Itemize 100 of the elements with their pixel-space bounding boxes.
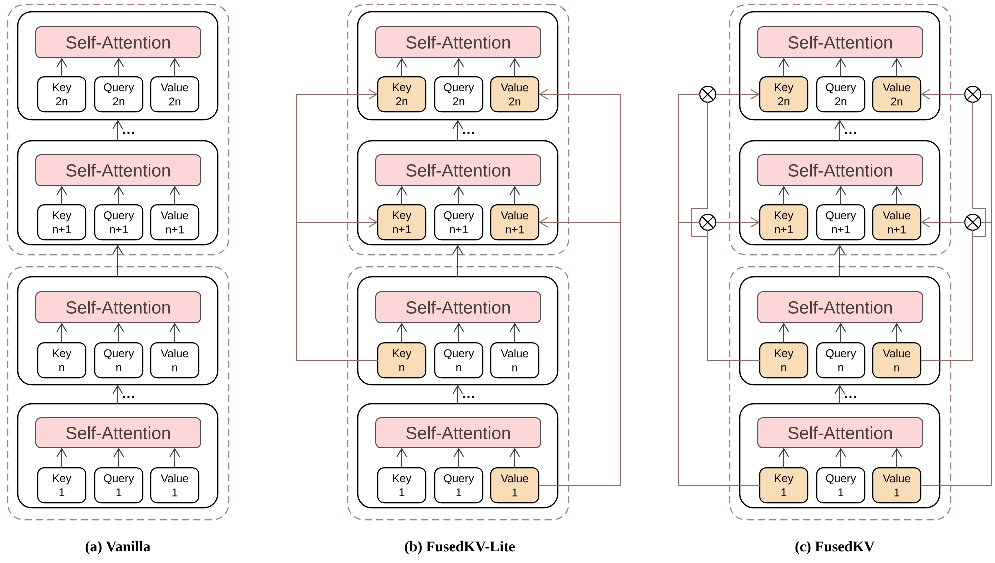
query-box: Query n xyxy=(94,342,144,379)
value-box: Value n+1 xyxy=(872,204,922,241)
attention-box: Self-Attention xyxy=(376,26,542,58)
key-box: Key 2n xyxy=(37,76,87,113)
arrow xyxy=(716,217,760,228)
arrow xyxy=(396,448,408,468)
key-box: Key 1 xyxy=(377,467,427,504)
arrow xyxy=(170,58,180,78)
arrow xyxy=(452,120,464,142)
arrow xyxy=(510,58,520,78)
arrow xyxy=(170,323,180,344)
arrow xyxy=(114,448,124,468)
arrow xyxy=(892,186,902,206)
arrow xyxy=(112,385,124,404)
arrow xyxy=(892,58,902,78)
attention-box: Self-Attention xyxy=(36,418,202,448)
attention-box: Self-Attention xyxy=(758,26,924,58)
arrow xyxy=(834,245,846,278)
connector-line xyxy=(678,222,760,486)
query-box: Query 1 xyxy=(816,467,866,504)
ellipsis-label: … xyxy=(123,396,134,399)
connector-line xyxy=(920,222,992,486)
key-box: Key 1 xyxy=(37,467,87,504)
ellipsis-label: … xyxy=(123,132,134,135)
key-box: Key n xyxy=(37,342,87,379)
arrow xyxy=(396,323,408,344)
attention-box: Self-Attention xyxy=(758,154,924,186)
arrow xyxy=(454,323,464,344)
arrow xyxy=(296,217,378,361)
arrow xyxy=(452,245,464,278)
attention-box: Self-Attention xyxy=(376,418,542,448)
arrow xyxy=(892,448,902,468)
arrow xyxy=(114,186,124,206)
value-box: Value n xyxy=(150,342,200,379)
attention-box: Self-Attention xyxy=(36,292,202,324)
arrow xyxy=(170,186,180,206)
value-box: Value n+1 xyxy=(150,204,200,241)
arrow xyxy=(454,448,464,468)
arrow xyxy=(892,323,902,344)
key-box: Key n+1 xyxy=(377,204,427,241)
value-box: Value 2n xyxy=(490,76,540,113)
arrow xyxy=(112,120,124,142)
attention-box: Self-Attention xyxy=(758,418,924,448)
connector-line xyxy=(920,102,986,361)
dashed-group-frame xyxy=(729,266,952,521)
dashed-group-frame xyxy=(7,266,230,521)
arrow xyxy=(454,58,464,78)
arrow xyxy=(510,448,520,468)
arrow xyxy=(510,186,520,206)
arrow xyxy=(114,323,124,344)
dashed-group-frame xyxy=(347,4,570,256)
arrow xyxy=(56,186,68,206)
arrow xyxy=(170,448,180,468)
query-box: Query n+1 xyxy=(94,204,144,241)
attention-box: Self-Attention xyxy=(36,154,202,186)
multiply-circle xyxy=(964,86,982,104)
attention-box: Self-Attention xyxy=(376,292,542,324)
arrow xyxy=(538,217,622,486)
query-box: Query n xyxy=(434,342,484,379)
query-box: Query 2n xyxy=(816,76,866,113)
value-box: Value 1 xyxy=(150,467,200,504)
attention-box: Self-Attention xyxy=(376,154,542,186)
arrow xyxy=(836,58,846,78)
arrow xyxy=(778,448,790,468)
value-box: Value 2n xyxy=(150,76,200,113)
arrow xyxy=(778,186,790,206)
panel-caption: (a) Vanilla xyxy=(86,541,151,555)
arrow xyxy=(454,186,464,206)
key-box: Key 2n xyxy=(759,76,809,113)
dashed-group-frame xyxy=(729,4,952,256)
arrow xyxy=(834,385,846,404)
key-box: Key n+1 xyxy=(759,204,809,241)
arrow xyxy=(716,89,760,100)
ellipsis-label: … xyxy=(463,132,474,135)
attention-box: Self-Attention xyxy=(36,26,202,58)
arrow xyxy=(778,58,790,78)
key-box: Key n xyxy=(759,342,809,379)
multiply-circle xyxy=(699,214,717,232)
arrow xyxy=(836,186,846,206)
arrow xyxy=(921,89,966,100)
dashed-group-frame xyxy=(347,266,570,521)
ellipsis-label: … xyxy=(463,396,474,399)
attention-box: Self-Attention xyxy=(758,292,924,324)
key-box: Key n+1 xyxy=(37,204,87,241)
arrow xyxy=(112,245,124,278)
arrow xyxy=(836,448,846,468)
value-box: Value n xyxy=(490,342,540,379)
connector-line xyxy=(692,102,760,361)
arrow xyxy=(834,120,846,142)
arrow xyxy=(114,58,124,78)
key-box: Key 2n xyxy=(377,76,427,113)
panel-caption: (b) FusedKV-Lite xyxy=(405,541,516,555)
ellipsis-label: … xyxy=(845,396,856,399)
arrow xyxy=(836,323,846,344)
arrow xyxy=(396,186,408,206)
query-box: Query n xyxy=(816,342,866,379)
multiply-circle xyxy=(964,214,982,232)
ellipsis-label: … xyxy=(845,132,856,135)
query-box: Query 2n xyxy=(94,76,144,113)
panel-caption: (c) FusedKV xyxy=(796,541,875,555)
